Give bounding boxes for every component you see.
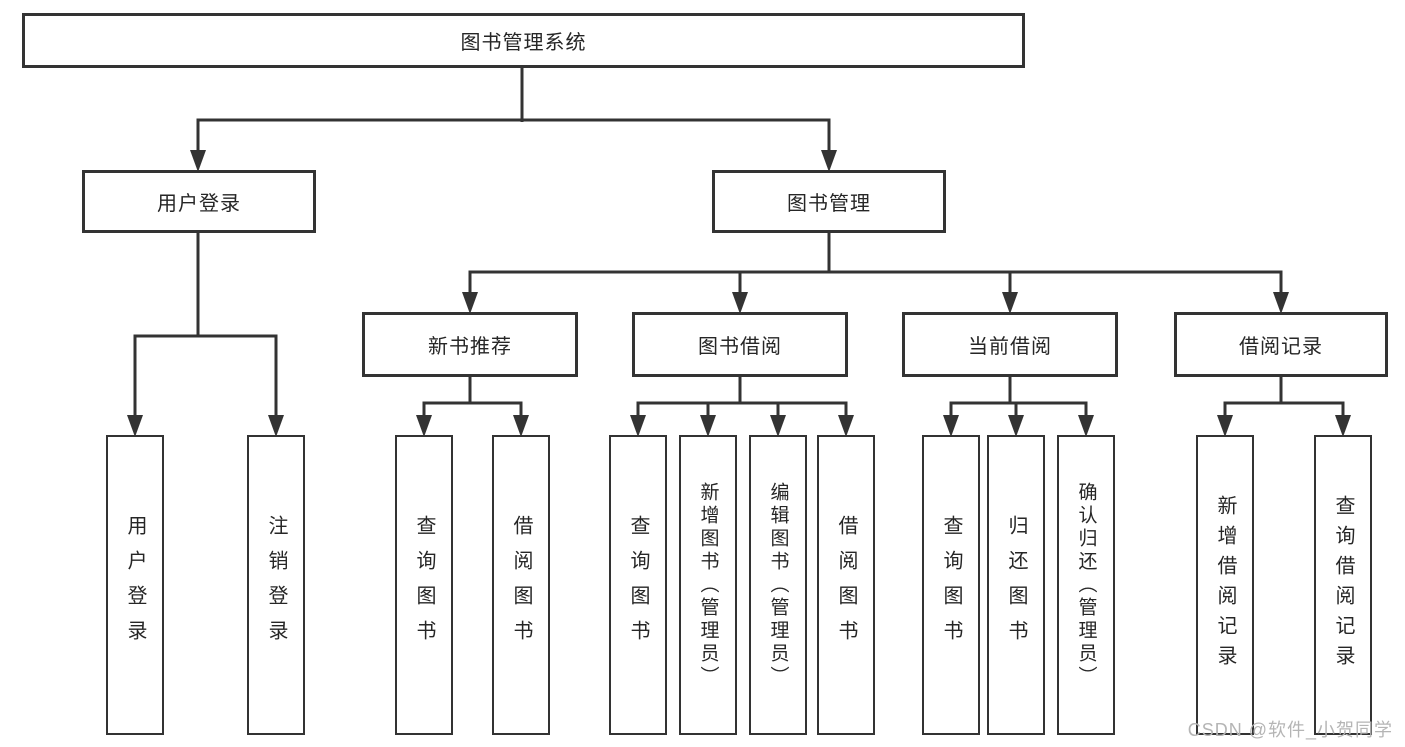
leaf-current-return-books: 归还图书 xyxy=(987,435,1045,735)
leaf-current-query-books: 查询图书 xyxy=(922,435,980,735)
node-borrowing-records: 借阅记录 xyxy=(1174,312,1388,377)
node-book-borrowing: 图书借阅 xyxy=(632,312,848,377)
leaf-recommend-query-books: 查询图书 xyxy=(395,435,453,735)
leaf-recommend-borrow-books: 借阅图书 xyxy=(492,435,550,735)
leaf-records-add-record: 新增借阅记录 xyxy=(1196,435,1254,735)
node-user-login: 用户登录 xyxy=(82,170,316,233)
node-root: 图书管理系统 xyxy=(22,13,1025,68)
leaf-records-query-record: 查询借阅记录 xyxy=(1314,435,1372,735)
leaf-borrowing-borrow-books: 借阅图书 xyxy=(817,435,875,735)
node-current-borrowing: 当前借阅 xyxy=(902,312,1118,377)
leaf-borrowing-add-books-admin: 新增图书（管理员） xyxy=(679,435,737,735)
leaf-user-login: 用户登录 xyxy=(106,435,164,735)
leaf-logout: 注销登录 xyxy=(247,435,305,735)
watermark: CSDN @软件_小贺同学 xyxy=(1187,720,1393,740)
node-book-management: 图书管理 xyxy=(712,170,946,233)
node-new-book-recommend: 新书推荐 xyxy=(362,312,578,377)
arrowheads xyxy=(127,150,1351,437)
leaf-borrowing-query-books: 查询图书 xyxy=(609,435,667,735)
leaf-borrowing-edit-books-admin: 编辑图书（管理员） xyxy=(749,435,807,735)
leaf-current-confirm-return-admin: 确认归还（管理员） xyxy=(1057,435,1115,735)
